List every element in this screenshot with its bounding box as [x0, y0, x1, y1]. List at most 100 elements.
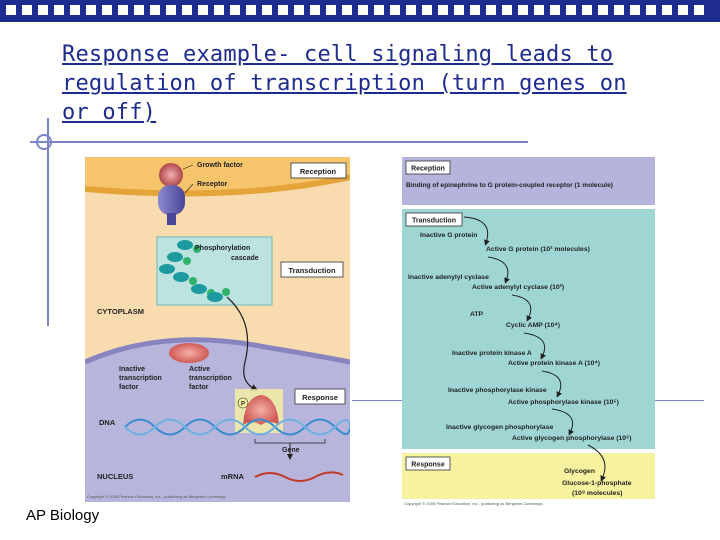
step-arrow [587, 444, 606, 482]
top-bar-square [550, 5, 560, 15]
top-bar-square [38, 5, 48, 15]
top-bar-square [326, 5, 336, 15]
mrna-label: mRNA [221, 472, 245, 481]
top-bar-square [134, 5, 144, 15]
top-bar-square [150, 5, 160, 15]
left-figure-copyright: Copyright © 2005 Pearson Education, Inc.… [87, 494, 226, 499]
step-arrow [463, 216, 490, 246]
transduction-box-label: Transduction [412, 218, 456, 225]
top-bar-square [118, 5, 128, 15]
top-bar-square [342, 5, 352, 15]
cascade-label-line1: Phosphorylation [195, 245, 250, 252]
top-bar-square [374, 5, 384, 15]
top-bar-square [614, 5, 624, 15]
inactive-tf-line1: Inactive [119, 366, 145, 373]
top-bar-square [102, 5, 112, 15]
growth-factor-icon [159, 163, 183, 187]
step-arrow [511, 294, 533, 322]
inactive-tf-line2: transcription [119, 375, 162, 382]
top-bar-square [582, 5, 592, 15]
growth-factor-label: Growth factor [197, 162, 243, 169]
top-bar-square [358, 5, 368, 15]
top-bar-square [518, 5, 528, 15]
receptor-label: Receptor [197, 181, 228, 188]
phosphate-icon [222, 288, 230, 296]
top-bar-square [310, 5, 320, 15]
top-bar-square [390, 5, 400, 15]
phosphate-icon [183, 257, 191, 265]
top-bar-square [22, 5, 32, 15]
active-tf-icon [243, 395, 279, 425]
glucose-label-line1: Glucose-1-phosphate [562, 480, 632, 487]
phosphate-icon [189, 277, 197, 285]
reception-box-label: Reception [411, 166, 445, 173]
step-arrow [487, 256, 510, 284]
reception-text: Binding of epinephrine to G protein-coup… [406, 182, 613, 189]
decorative-line [30, 141, 528, 143]
step-inactive-glycogen-phosphorylase: Inactive glycogen phosphorylase [446, 424, 553, 431]
top-bar-square [406, 5, 416, 15]
phosphate-label: P [241, 402, 245, 408]
top-bar [0, 0, 720, 22]
receptor-stalk [167, 213, 176, 225]
response-box [405, 456, 451, 471]
step-active-glycogen-phosphorylase: Active glycogen phosphorylase (10⁶) [512, 435, 631, 442]
top-bar-square [534, 5, 544, 15]
step-inactive-phosphorylase-kinase: Inactive phosphorylase kinase [448, 387, 547, 394]
step-active-pka: Active protein kinase A (10⁴) [508, 360, 600, 367]
top-bar-square [230, 5, 240, 15]
top-bar-square [86, 5, 96, 15]
top-bar-square [454, 5, 464, 15]
active-tf-line3: factor [189, 384, 209, 391]
top-bar-square [438, 5, 448, 15]
slide-title: Response example- cell signaling leads t… [62, 42, 627, 125]
kinase-icon [207, 292, 223, 302]
top-bar-square [502, 5, 512, 15]
kinase-icon [159, 264, 175, 274]
top-bar-square [662, 5, 672, 15]
kinase-icon [191, 284, 207, 294]
mrna-strand [254, 471, 344, 482]
top-bar-square [566, 5, 576, 15]
gene-label: Gene [282, 447, 300, 454]
transduction-box-label: Transduction [288, 266, 336, 275]
right-figure-copyright: Copyright © 2005 Pearson Education, Inc.… [404, 501, 543, 506]
top-bar-square [262, 5, 272, 15]
glycogen-label: Glycogen [564, 468, 595, 475]
step-arrow [541, 370, 563, 398]
active-tf-line2: transcription [189, 375, 232, 382]
inactive-tf-line3: factor [119, 384, 139, 391]
top-bar-square [246, 5, 256, 15]
kinase-icon [173, 272, 189, 282]
reception-box-label: Reception [300, 167, 337, 176]
top-bar-square [678, 5, 688, 15]
cascade-label-line2: cascade [231, 255, 259, 262]
top-bar-square [54, 5, 64, 15]
reception-box [405, 160, 451, 175]
step-inactive-adenylyl-cyclase: Inactive adenylyl cyclase [408, 274, 489, 281]
step-cyclic-amp: Cyclic AMP (10⁴) [506, 322, 560, 329]
top-bar-square [278, 5, 288, 15]
phosphate-icon [237, 397, 249, 409]
signal-arrow [226, 296, 259, 391]
amplification-figure: Reception Binding of epinephrine to G pr… [402, 157, 655, 506]
nucleus-bg [85, 339, 350, 502]
plasma-membrane [85, 174, 350, 197]
step-inactive-g-protein: Inactive G protein [420, 232, 477, 239]
step-active-adenylyl-cyclase: Active adenylyl cyclase (10²) [472, 284, 564, 291]
step-active-phosphorylase-kinase: Active phosphorylase kinase (10⁵) [508, 399, 619, 406]
kinase-icon [167, 252, 183, 262]
nuclear-envelope [85, 337, 350, 365]
top-bar-square [6, 5, 16, 15]
kinase-icon [177, 240, 193, 250]
top-bar-square [166, 5, 176, 15]
top-bar-square [422, 5, 432, 15]
dna-strand [124, 418, 350, 436]
dna-helix [124, 418, 350, 436]
transduction-box [405, 212, 463, 227]
step-arrow [551, 408, 575, 436]
phosphate-icon [193, 245, 201, 253]
extracellular-space [85, 157, 350, 194]
leader-line [184, 183, 194, 194]
response-box [294, 388, 346, 405]
